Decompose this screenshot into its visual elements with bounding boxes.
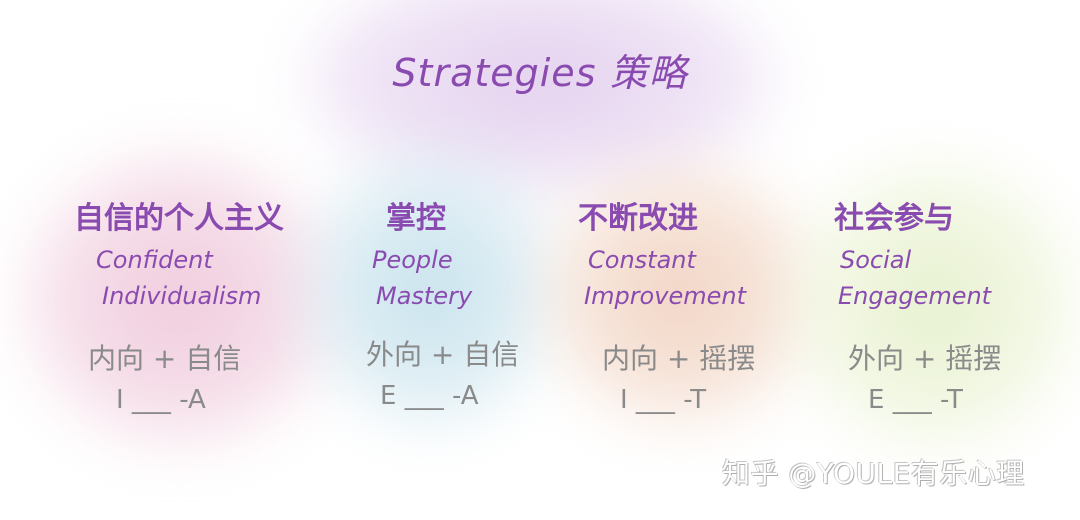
strategy-constant-improvement: 不断改进 Constant Improvement 内向 + 摇摆 I ___ …	[578, 196, 778, 420]
strategy-description: 内向 + 摇摆	[602, 342, 756, 375]
strategy-type-code: E ___ -A	[380, 381, 479, 411]
blue-background-blob	[300, 150, 560, 430]
peach-background-blob	[540, 160, 820, 430]
zhihu-watermark: 知乎 @YOULE有乐心理	[722, 457, 1025, 490]
strategy-en-label-line2: Mastery	[376, 282, 473, 310]
diagram-title: Strategies 策略	[392, 51, 688, 95]
strategy-en-label-line1: Confident	[96, 246, 213, 274]
strategy-zh-label: 社会参与	[834, 201, 954, 236]
strategy-type-code: I ___ -A	[116, 385, 206, 415]
strategy-en-label-line1: Constant	[588, 246, 696, 274]
strategy-en-label-line2: Improvement	[584, 282, 746, 310]
strategy-type-code: E ___ -T	[868, 385, 963, 415]
green-background-blob	[790, 160, 1080, 450]
strategy-en-label-line2: Individualism	[102, 282, 262, 310]
strategy-confident-individualism: 自信的个人主义 Confident Individualism 内向 + 自信 …	[74, 196, 314, 420]
strategy-en-label-line1: People	[372, 246, 453, 274]
strategy-zh-label: 掌控	[386, 201, 446, 236]
strategy-description: 外向 + 摇摆	[848, 342, 1002, 375]
strategy-description: 内向 + 自信	[88, 342, 242, 375]
strategy-description: 外向 + 自信	[366, 338, 520, 371]
strategy-people-mastery: 掌控 People Mastery 外向 + 自信 E ___ -A	[366, 196, 526, 416]
pink-background-blob	[20, 150, 340, 450]
strategy-en-label-line2: Engagement	[838, 282, 992, 310]
strategy-zh-label: 自信的个人主义	[74, 201, 284, 236]
strategy-type-code: I ___ -T	[620, 385, 707, 415]
strategy-zh-label: 不断改进	[578, 201, 698, 236]
strategy-social-engagement: 社会参与 Social Engagement 外向 + 摇摆 E ___ -T	[834, 196, 1034, 420]
strategy-en-label-line1: Social	[840, 246, 912, 274]
